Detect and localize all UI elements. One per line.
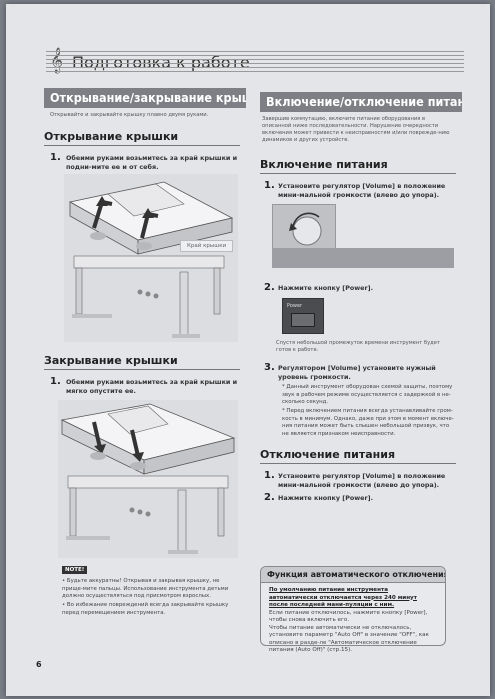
- step3-note: * Данный инструмент оборудован схемой за…: [282, 384, 453, 405]
- volume-knob-illustration: [272, 204, 336, 250]
- step-number: 1.: [264, 180, 275, 191]
- power-on-step-3: Регулятором [Volume] установите нужный у…: [278, 364, 436, 381]
- panel-strip-illustration: [272, 248, 454, 268]
- staff-line: [46, 63, 464, 64]
- close-lid-heading: Закрывание крышки: [44, 354, 240, 370]
- staff-line: [46, 71, 464, 72]
- page-number: 6: [36, 660, 42, 669]
- auto-off-box: Функция автоматического отключения питан…: [260, 566, 446, 653]
- power-on-heading: Включение питания: [260, 158, 456, 174]
- note-text: Будьте аккуратны! Открывая и закрывая кр…: [62, 578, 229, 599]
- piano-close-icon: [60, 403, 236, 554]
- open-lid-illustration: [64, 174, 238, 342]
- step-number: 2.: [264, 282, 275, 293]
- lid-intro: Открывайте и закрывайте крышку плавно дв…: [50, 112, 209, 118]
- note-badge: NOTE!: [62, 566, 88, 574]
- staff-line: [46, 67, 464, 68]
- step-number: 1.: [50, 152, 61, 163]
- auto-off-text: Если питание отключилось, нажмите кнопку…: [269, 609, 428, 624]
- step-number: 2.: [264, 492, 275, 503]
- staff-line: [46, 55, 464, 56]
- power-label: Power: [287, 303, 303, 309]
- step-number: 1.: [264, 470, 275, 481]
- step3-note-text: Данный инструмент оборудован схемой защи…: [282, 384, 453, 405]
- note-item: • Во избежание повреждений всегда закрыв…: [62, 602, 229, 616]
- note-text: Во избежание повреждений всегда закрывай…: [62, 602, 229, 616]
- auto-off-text: Чтобы питание автоматически не отключало…: [269, 624, 429, 654]
- open-lid-heading: Открывание крышки: [44, 130, 240, 146]
- close-lid-step: Обеими руками возьмитесь за край крышки …: [66, 378, 238, 395]
- power-ready-note: Спустя небольшой промежуток времени инст…: [276, 340, 440, 353]
- manual-page: 𝄞 Подготовка к работе Открывание/закрыва…: [6, 4, 490, 696]
- lid-edge-callout: Край крышки: [180, 240, 234, 252]
- power-banner: Включение/отключение питания: [260, 92, 462, 112]
- power-on-step-1: Установите регулятор [Volume] в положени…: [278, 182, 446, 199]
- power-off-heading: Отключение питания: [260, 448, 456, 464]
- staff-line: [46, 59, 464, 60]
- volume-knob-icon: [289, 212, 322, 246]
- power-on-step-2: Нажмите кнопку [Power].: [278, 284, 374, 292]
- step-number: 3.: [264, 362, 275, 373]
- staff-line: [46, 51, 464, 52]
- treble-clef-icon: 𝄞: [50, 48, 64, 73]
- close-lid-illustration: [58, 400, 238, 558]
- piano-open-icon: [68, 181, 234, 338]
- lid-banner: Открывание/закрывание крышки: [44, 88, 246, 108]
- step3-note: * Перед включением питания всегда устана…: [282, 408, 454, 437]
- power-button-icon: [291, 313, 315, 327]
- power-off-step-1: Установите регулятор [Volume] в положени…: [278, 472, 446, 489]
- open-lid-step: Обеими руками возьмитесь за край крышки …: [66, 154, 238, 171]
- power-off-step-2: Нажмите кнопку [Power].: [278, 494, 374, 502]
- step3-note-text: Перед включением питания всегда устанавл…: [282, 408, 454, 437]
- note-item: • Будьте аккуратны! Открывая и закрывая …: [62, 578, 229, 599]
- step-number: 1.: [50, 376, 61, 387]
- power-intro: Завершив коммутацию, включите питание об…: [262, 116, 450, 143]
- auto-off-title: Функция автоматического отключения питан…: [261, 567, 445, 583]
- auto-off-body: По умолчанию питание инструмента автомат…: [261, 583, 445, 659]
- auto-off-bold: По умолчанию питание инструмента автомат…: [269, 587, 417, 608]
- power-button-illustration: Power: [282, 298, 324, 334]
